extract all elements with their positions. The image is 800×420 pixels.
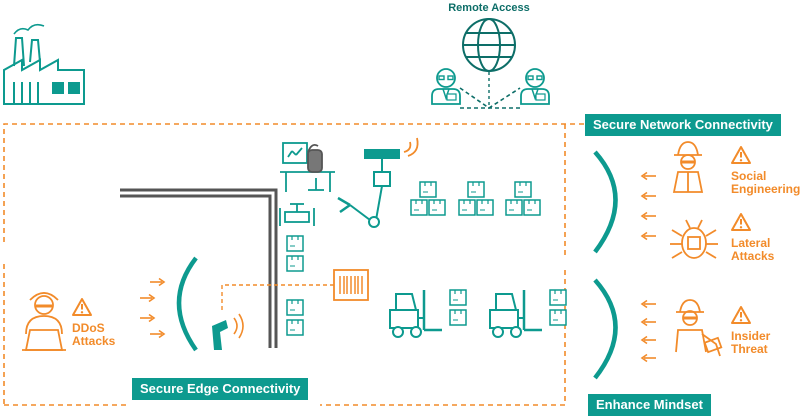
social-engineering-line2: Engineering <box>731 181 800 196</box>
secure-edge-connectivity-banner: Secure Edge Connectivity <box>132 378 309 400</box>
network-shield-lower <box>593 278 618 380</box>
factory-icon <box>3 23 85 105</box>
threat-arrows <box>641 171 657 363</box>
remote-access-label: Remote Access <box>448 2 530 14</box>
scanner-link <box>221 284 334 312</box>
ddos-arrows <box>139 277 165 339</box>
forklift-icon-1 <box>388 288 467 339</box>
handheld-scanner-icon <box>212 313 244 350</box>
secure-network-connectivity-banner: Secure Network Connectivity <box>585 114 781 136</box>
insider-threat-line1: Insider <box>731 329 771 343</box>
robot-arm-icon <box>337 137 419 228</box>
operator-workstation-icon <box>280 142 335 192</box>
lateral-attacks-line2: Attacks <box>731 248 775 263</box>
insider-threat-icon <box>675 299 723 357</box>
ddos-warning-icon <box>72 298 92 316</box>
network-shield-upper <box>593 150 618 254</box>
edge-shield <box>176 256 198 352</box>
remote-link-lines <box>459 87 521 109</box>
lateral-attacks-label: Lateral Attacks <box>731 237 774 262</box>
barcode-icon <box>333 269 369 301</box>
forklift-icon-2 <box>488 288 567 339</box>
lateral-attack-bug-icon <box>670 219 718 259</box>
insider-threat-warning-icon <box>731 306 751 324</box>
lateral-attacks-line1: Lateral <box>731 236 771 250</box>
remote-user-icon-right <box>520 68 550 105</box>
enhance-mindset-banner: Enhance Mindset <box>588 394 711 416</box>
globe-icon <box>462 18 516 72</box>
social-engineering-label: Social Engineering <box>731 170 800 195</box>
social-engineering-warning-icon <box>731 146 751 164</box>
box-stacks <box>410 181 541 216</box>
insider-threat-line2: Threat <box>731 341 768 356</box>
valve-icon <box>279 203 315 226</box>
social-engineering-line1: Social <box>731 169 767 183</box>
remote-user-icon-left <box>431 68 461 105</box>
ddos-attacks-line1: DDoS <box>72 321 105 335</box>
ddos-attacks-label: DDoS Attacks <box>72 322 115 347</box>
insider-threat-label: Insider Threat <box>731 330 770 355</box>
hacker-laptop-icon <box>22 292 66 351</box>
lateral-attacks-warning-icon <box>731 213 751 231</box>
social-engineering-spy-icon <box>672 141 704 193</box>
warehouse-wall <box>120 188 278 348</box>
ddos-attacks-line2: Attacks <box>72 333 116 348</box>
